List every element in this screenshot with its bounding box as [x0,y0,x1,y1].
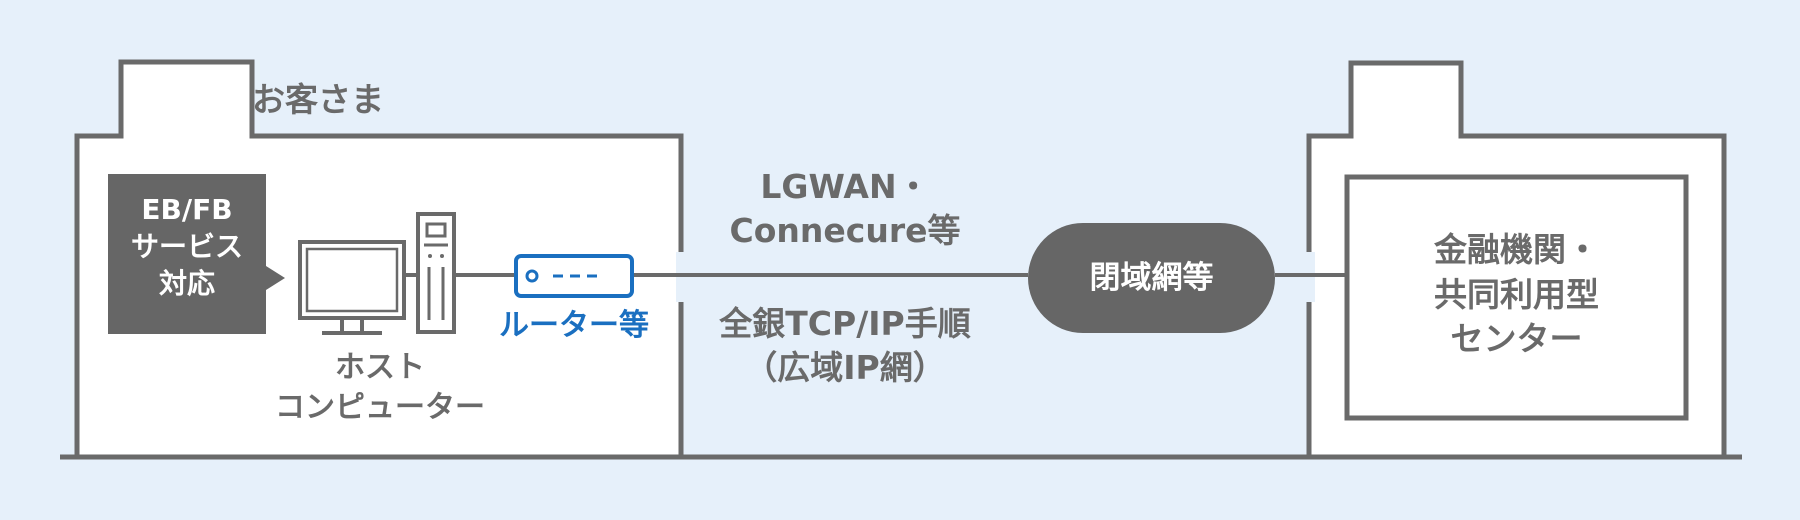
host-tower-icon [416,212,456,334]
closed-network-label: 閉域網等 [1089,260,1214,296]
customer-label: お客さま [252,80,384,119]
eb-fb-box [108,174,266,334]
host-computer-label: ホスト コンピューター [275,350,485,425]
router-icon [514,254,634,298]
closed-network-pill [1028,223,1275,333]
network-lower-label: 全銀TCP/IP手順 （広域IP網） [719,304,971,387]
financial-center-label: 金融機関・ 共同利用型 センター [1434,230,1599,359]
eb-fb-label: EB/FB サービス 対応 [130,193,243,300]
eb-fb-pointer [266,266,285,290]
network-upper-label: LGWAN・ Connecure等 [729,167,961,250]
monitor-icon [298,240,406,335]
center-inner-box [1344,174,1689,421]
router-label: ルーター等 [499,308,649,343]
